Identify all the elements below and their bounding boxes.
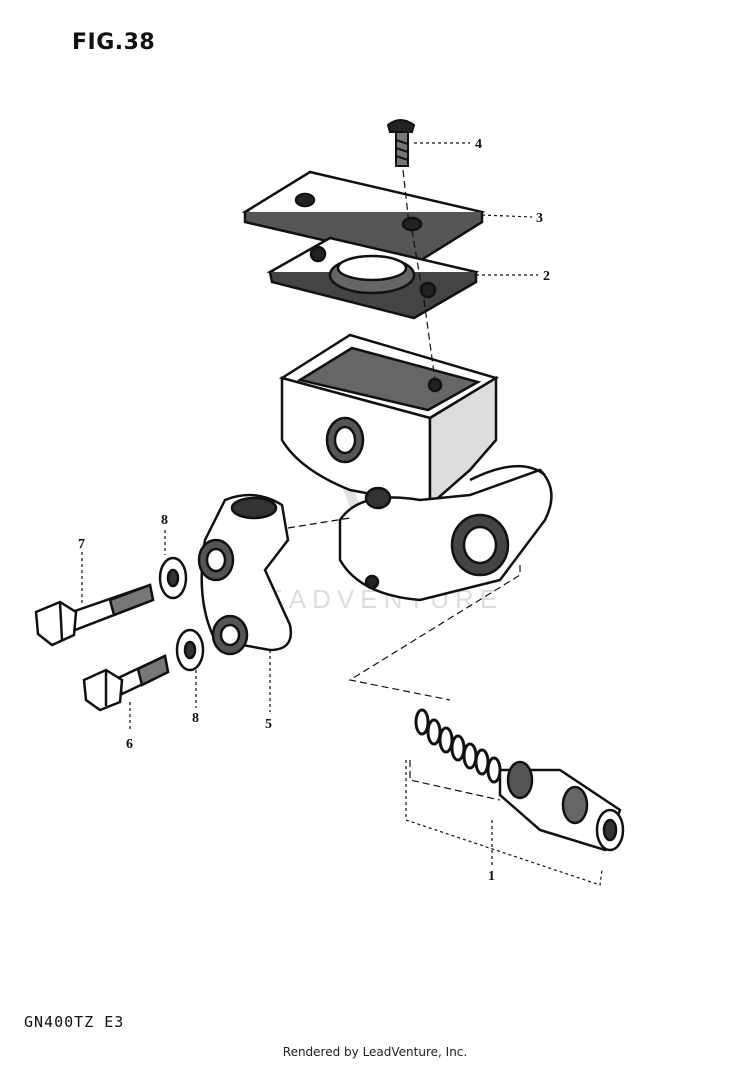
part-clamp-holder [197, 493, 293, 656]
callout-leaders [81, 142, 603, 886]
part-piston-spring-assembly [414, 708, 625, 852]
callout-8-lower: 8 [192, 711, 199, 726]
callout-5: 5 [265, 717, 272, 732]
part-reservoir-cap [241, 170, 486, 264]
assembly-guide-lines [287, 169, 521, 801]
callout-2: 2 [543, 269, 550, 284]
callout-3: 3 [536, 211, 543, 226]
callout-4: 4 [475, 137, 482, 152]
model-code: GN400TZ E3 [24, 1013, 125, 1031]
footer-credit: Rendered by LeadVenture, Inc. [282, 1045, 468, 1059]
callout-6: 6 [126, 737, 133, 752]
part-long-bolt [34, 583, 155, 647]
part-master-cylinder-body [278, 333, 553, 602]
callout-1: 1 [488, 869, 495, 884]
part-diaphragm-gasket [266, 236, 480, 320]
callout-7: 7 [78, 537, 85, 552]
part-washer-lower [175, 628, 205, 672]
part-cap-screw [386, 119, 416, 167]
part-short-bolt [82, 654, 170, 712]
callout-8-upper: 8 [161, 513, 168, 528]
part-washer-upper [158, 556, 188, 600]
figure-title: FIG.38 [72, 30, 156, 55]
